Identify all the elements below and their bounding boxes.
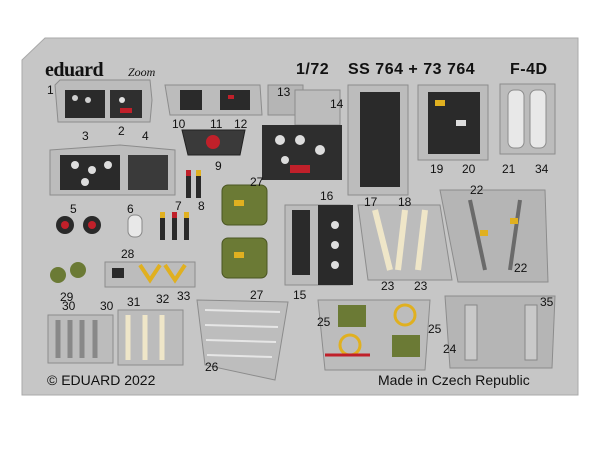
part-22-seat-harness: [439, 189, 549, 283]
aircraft-name: F-4D: [510, 61, 548, 78]
part-number: 10: [172, 117, 186, 131]
zoom-label: Zoom: [128, 65, 156, 79]
part-9-hud: [181, 129, 246, 156]
part-number: 30: [100, 299, 114, 313]
part-number: 5: [70, 202, 77, 216]
part-1-instrument-panel: [54, 79, 153, 123]
part-13-14-consoles: [262, 84, 342, 180]
part-15-16-panel: [284, 204, 353, 286]
part-number: 4: [142, 129, 149, 143]
part-number: 15: [293, 288, 307, 302]
part-number: 35: [540, 295, 554, 309]
part-number: 33: [177, 289, 191, 303]
part-29-28-33-buckles: [50, 261, 196, 288]
part-24-35-parts: [444, 295, 556, 369]
part-number: 25: [428, 322, 442, 336]
part-number: 2: [118, 124, 125, 138]
part-number: 30: [62, 299, 76, 313]
part-number: 3: [82, 129, 89, 143]
part-number: 22: [514, 261, 528, 275]
part-21-34-rudder-pedals: [499, 83, 556, 155]
part-number: 20: [462, 162, 476, 176]
part-number: 28: [121, 247, 135, 261]
part-number: 23: [381, 279, 395, 293]
copyright: © EDUARD 2022: [47, 372, 156, 388]
part-number: 8: [198, 199, 205, 213]
product-codes: SS 764 + 73 764: [348, 61, 476, 78]
part-number: 29: [60, 290, 74, 304]
part-number: 26: [205, 360, 219, 374]
part-number: 11: [210, 117, 223, 131]
part-number: 12: [234, 117, 248, 131]
part-number: 25: [317, 315, 331, 329]
part-number: 7: [175, 199, 182, 213]
part-number: 16: [320, 189, 334, 203]
brand-logo: eduard: [45, 59, 104, 81]
part-number: 32: [156, 292, 170, 306]
part-number: 1: [47, 83, 54, 97]
part-number: 14: [330, 97, 344, 111]
part-10-12-panel-strip: [164, 84, 263, 116]
part-number: 9: [215, 159, 222, 173]
part-30-32-belts: [47, 309, 184, 366]
origin: Made in Czech Republic: [378, 372, 530, 388]
part-17-18-harness: [357, 204, 453, 281]
part-number: 6: [127, 202, 134, 216]
part-number: 23: [414, 279, 428, 293]
part-17-20-side-consoles: [347, 84, 489, 196]
part-number: 19: [430, 162, 444, 176]
part-number: 13: [277, 85, 291, 99]
part-5-8-switches: [56, 170, 201, 240]
part-number: 17: [364, 195, 378, 209]
part-number: 21: [502, 162, 516, 176]
scale-label: 1/72: [296, 61, 330, 78]
part-25-23-center: [317, 299, 431, 371]
part-27-olive-panels: [221, 184, 268, 279]
part-number: 34: [535, 162, 549, 176]
part-number: 18: [398, 195, 412, 209]
part-number: 22: [470, 183, 484, 197]
part-3-4-panel: [49, 144, 176, 196]
part-number: 27: [250, 288, 264, 302]
part-number: 31: [127, 295, 141, 309]
part-number: 27: [250, 175, 264, 189]
part-number: 24: [443, 342, 457, 356]
part-26-floor: [196, 299, 289, 381]
